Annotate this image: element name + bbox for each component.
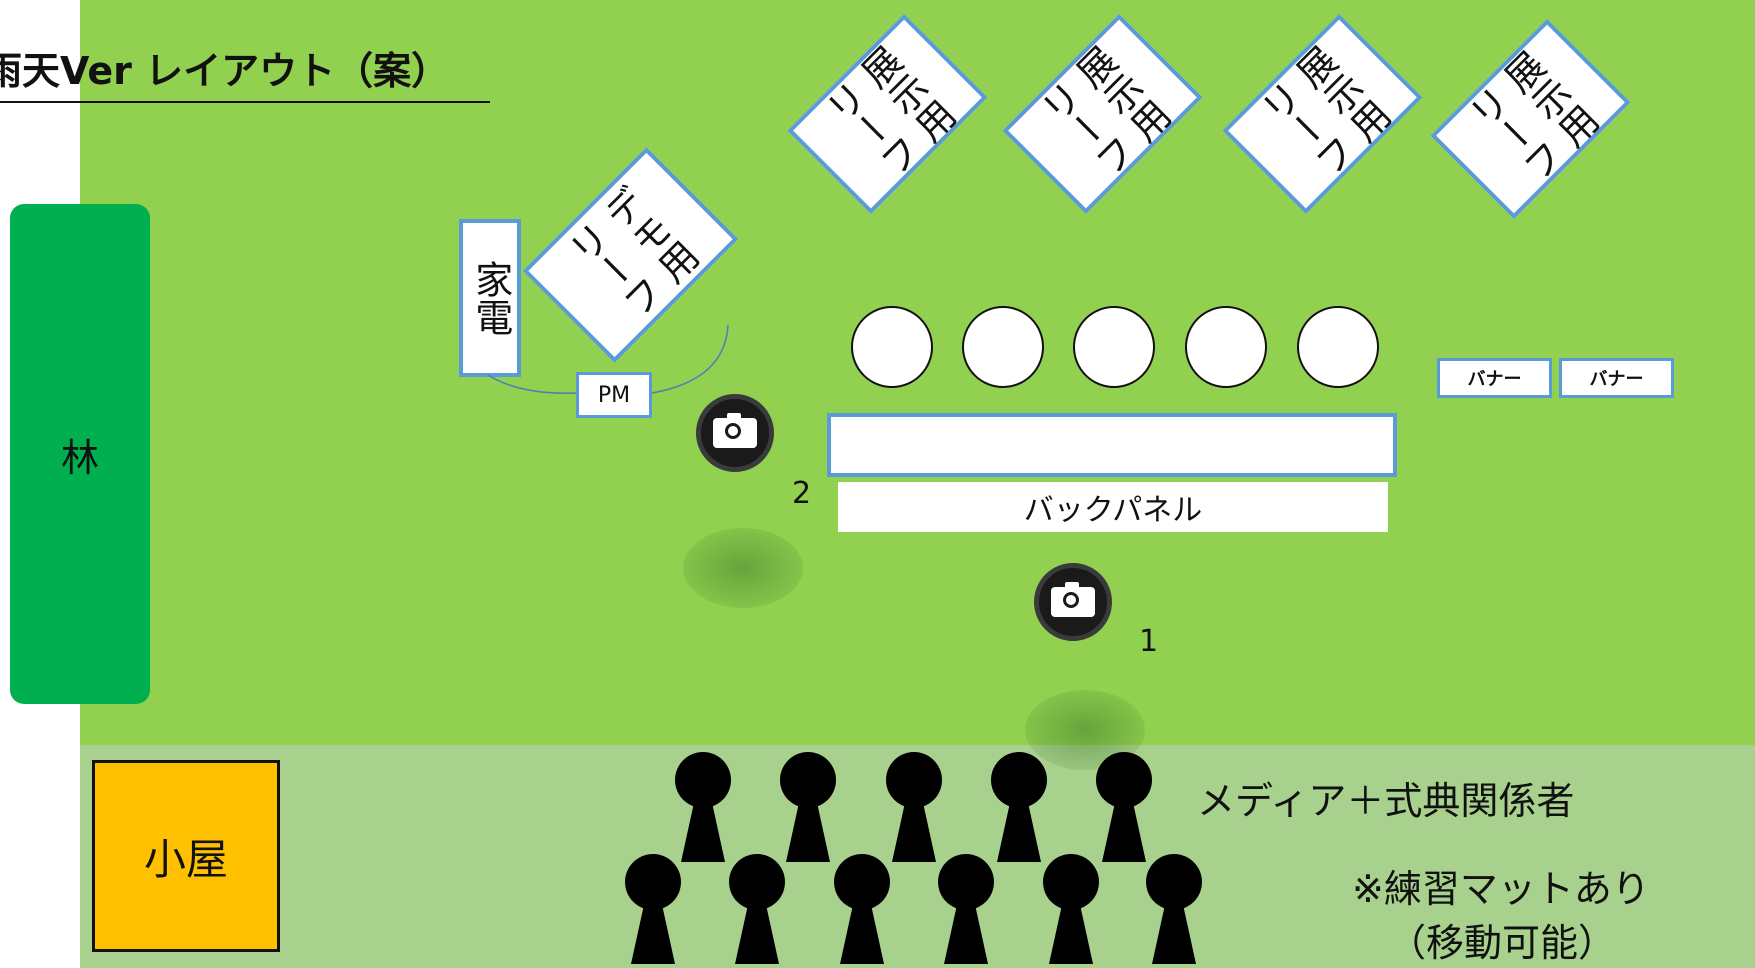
person-icon — [1043, 854, 1099, 964]
audience-note-line1: ※練習マットあり — [1352, 867, 1650, 911]
round-table — [962, 306, 1044, 388]
banner-right-label: バナー — [1589, 369, 1644, 390]
banner-left: バナー — [1437, 358, 1552, 398]
audience-note-line2: （移動可能） — [1388, 921, 1617, 965]
camera-1-number: 1 — [1139, 624, 1159, 659]
person-icon — [1146, 854, 1202, 964]
forest-block: 林 — [10, 204, 150, 704]
person-icon — [675, 752, 731, 862]
camera-2-icon — [696, 394, 774, 472]
person-icon — [625, 854, 681, 964]
person-icon — [938, 854, 994, 964]
page-title: 雨天Ver レイアウト（案） — [0, 40, 490, 103]
pm-box: PM — [576, 372, 652, 418]
person-icon — [834, 854, 890, 964]
camera-2-shadow — [683, 528, 803, 608]
person-icon — [886, 752, 942, 862]
round-table — [1185, 306, 1267, 388]
camera-2-number: 2 — [792, 476, 812, 511]
person-icon — [991, 752, 1047, 862]
round-table — [851, 306, 933, 388]
appliance-box: 家電 — [459, 219, 521, 377]
banner-right: バナー — [1559, 358, 1674, 398]
back-panel-label: バックパネル — [1023, 493, 1203, 528]
appliance-label: 家電 — [468, 260, 513, 336]
audience-label: メディア＋式典関係者 — [1197, 779, 1575, 823]
back-panel: バックパネル — [838, 482, 1388, 532]
hut-label: 小屋 — [143, 834, 228, 884]
round-table — [1073, 306, 1155, 388]
person-icon — [729, 854, 785, 964]
hut-block: 小屋 — [92, 760, 280, 952]
banner-left-label: バナー — [1467, 369, 1522, 390]
person-icon — [780, 752, 836, 862]
round-table — [1297, 306, 1379, 388]
forest-label: 林 — [60, 435, 99, 480]
cable-lines — [487, 324, 729, 394]
stage-platform — [827, 413, 1397, 477]
camera-1-icon — [1034, 563, 1112, 641]
person-icon — [1096, 752, 1152, 862]
pm-label: PM — [597, 382, 631, 408]
